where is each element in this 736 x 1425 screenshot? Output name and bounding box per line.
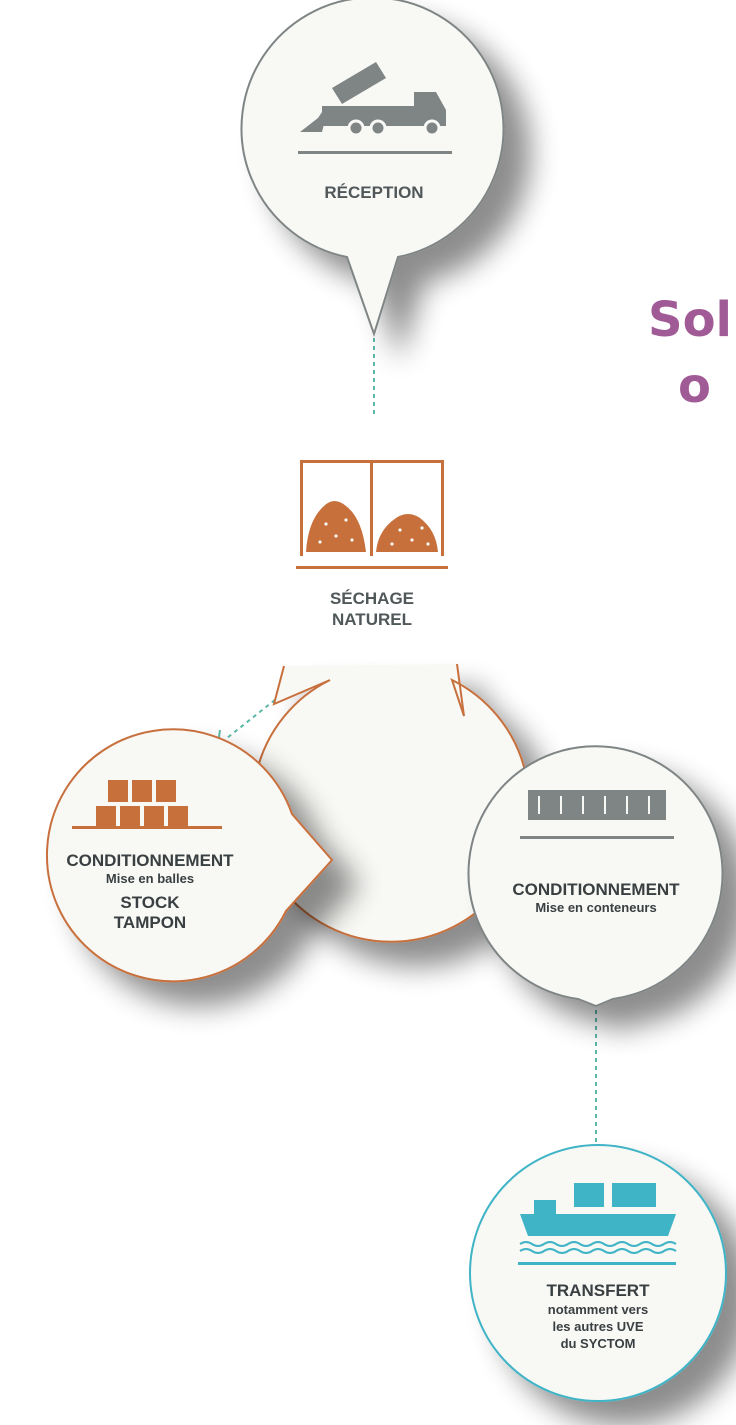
node-conteneurs-label: CONDITIONNEMENT Mise en conteneurs <box>466 880 726 916</box>
node-balles-label: CONDITIONNEMENT Mise en balles STOCK TAM… <box>20 851 280 933</box>
node-balles-sub: Mise en balles <box>105 871 195 886</box>
node-transfert-line2: les autres UVE <box>552 1319 644 1334</box>
node-transfert-line1: notamment vers <box>547 1302 649 1317</box>
node-balles-extra2: TAMPON <box>113 913 187 932</box>
side-title-line2: o <box>678 358 711 414</box>
node-conteneurs-title: CONDITIONNEMENT <box>512 880 680 899</box>
container-icon <box>520 790 674 839</box>
node-transfert-line3: du SYCTOM <box>560 1336 636 1351</box>
node-sechage-line1: SÉCHAGE <box>329 589 415 608</box>
node-reception-title: RÉCEPTION <box>324 183 424 202</box>
node-sechage-title: SÉCHAGE NATUREL <box>292 588 452 630</box>
node-balles-title: CONDITIONNEMENT <box>66 851 234 870</box>
node-conteneurs-sub: Mise en conteneurs <box>535 900 657 915</box>
node-transfert-title: TRANSFERT <box>546 1281 650 1300</box>
node-transfert-label: TRANSFERT notamment vers les autres UVE … <box>508 1281 688 1352</box>
dump-truck-icon <box>298 62 452 154</box>
drying-heaps-icon <box>296 460 448 569</box>
side-title-line1: Sol <box>648 292 732 348</box>
node-reception <box>240 0 505 338</box>
node-sechage-line2: NATUREL <box>332 610 412 629</box>
node-balles-extra1: STOCK <box>120 893 180 912</box>
bales-stack-icon <box>72 780 222 829</box>
node-conteneurs <box>467 745 724 1008</box>
cargo-ship-icon <box>518 1183 677 1265</box>
